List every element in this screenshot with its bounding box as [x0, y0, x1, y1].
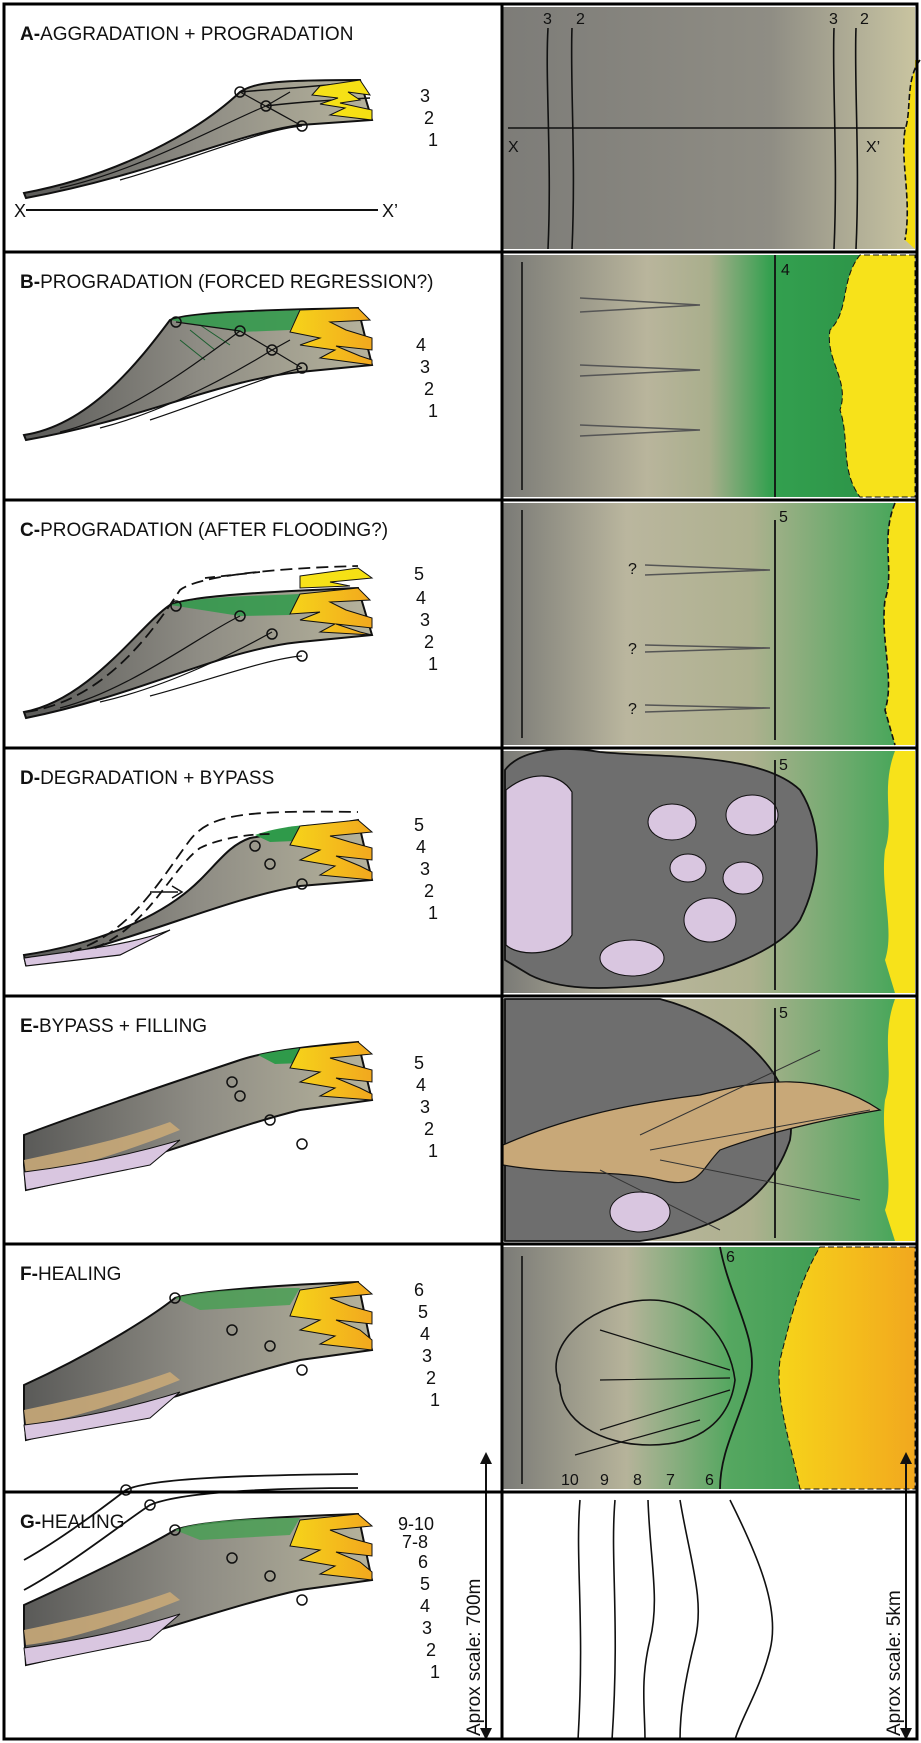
- map-c-question-2: ?: [628, 641, 637, 658]
- map-a-x-label: X: [508, 139, 519, 156]
- panel-e-unit-1: 1: [428, 1141, 438, 1161]
- vertical-scale-label: Aprox scale: 700m: [464, 1579, 485, 1736]
- panel-e-letter: E-: [20, 1016, 39, 1037]
- horizontal-scale-label: Aprox scale: 5km: [884, 1590, 905, 1736]
- map-c: 5 ? ? ?: [503, 503, 915, 745]
- svg-text:B-PROGRADATION (FORCED REGRESS: B-PROGRADATION (FORCED REGRESSION?): [20, 272, 433, 293]
- panel-c-unit-3: 3: [420, 610, 430, 630]
- panel-f-unit-4: 4: [420, 1324, 430, 1344]
- panel-a-unit-1: 1: [428, 130, 438, 150]
- panel-f-section: [24, 1282, 372, 1440]
- panel-f-unit-3: 3: [422, 1346, 432, 1366]
- map-e: 5: [503, 999, 915, 1241]
- panel-d-unit-5: 5: [414, 815, 424, 835]
- svg-text:C-PROGRADATION (AFTER FLOODING: C-PROGRADATION (AFTER FLOODING?): [20, 520, 388, 541]
- panel-g-unit-9-10: 9-10: [398, 1514, 434, 1534]
- panel-g-unit-6: 6: [418, 1552, 428, 1572]
- panel-g-letter: G-: [20, 1512, 41, 1533]
- panel-c-unit-1: 1: [428, 654, 438, 674]
- panel-g-unit-4: 4: [420, 1596, 430, 1616]
- panel-a-letter: A-: [20, 24, 40, 45]
- panel-a-section: X X’: [14, 80, 398, 221]
- panel-g-unit-2: 2: [426, 1640, 436, 1660]
- panel-c-unit-4: 4: [416, 588, 426, 608]
- panel-e-section: [24, 1042, 372, 1190]
- panel-f-unit-5: 5: [418, 1302, 428, 1322]
- panel-f-unit-1: 1: [430, 1390, 440, 1410]
- panel-f-unit-2: 2: [426, 1368, 436, 1388]
- unit-numbers: 3 2 1 4 3 2 1 5 4 3 2 1 5 4 3 2 1 5 4 3 …: [398, 86, 440, 1682]
- panel-b-unit-1: 1: [428, 401, 438, 421]
- panel-d-unit-2: 2: [424, 881, 434, 901]
- panel-d-title: DEGRADATION + BYPASS: [40, 768, 274, 789]
- map-g-label-7: 7: [666, 1472, 675, 1489]
- panel-c-section: [24, 566, 372, 718]
- map-e-label-5: 5: [779, 1005, 788, 1022]
- panel-d-letter: D-: [20, 768, 40, 789]
- map-a-label-2-right: 2: [860, 11, 869, 28]
- panel-b-title: PROGRADATION (FORCED REGRESSION?): [40, 272, 433, 293]
- map-c-label-5: 5: [779, 509, 788, 526]
- panel-e-unit-3: 3: [420, 1097, 430, 1117]
- panel-g-unit-1: 1: [430, 1662, 440, 1682]
- panel-e-unit-4: 4: [416, 1075, 426, 1095]
- map-d-label-5: 5: [779, 757, 788, 774]
- map-g-label-10: 10: [561, 1472, 579, 1489]
- panel-g-unit-7-8: 7-8: [402, 1532, 428, 1552]
- panel-e-unit-5: 5: [414, 1053, 424, 1073]
- panel-d-unit-4: 4: [416, 837, 426, 857]
- map-b: 4: [503, 255, 915, 497]
- svg-text:A-AGGRADATION + PROGRADATION: A-AGGRADATION + PROGRADATION: [20, 24, 353, 45]
- panel-f-letter: F-: [20, 1264, 38, 1285]
- panel-a-unit-2: 2: [424, 108, 434, 128]
- panel-a-xprime-label: X’: [382, 201, 398, 221]
- map-c-question-3: ?: [628, 701, 637, 718]
- panel-d-section: [24, 812, 372, 966]
- panel-c-unit-2: 2: [424, 632, 434, 652]
- panel-c-title: PROGRADATION (AFTER FLOODING?): [40, 520, 388, 541]
- map-a-label-3-left: 3: [543, 11, 552, 28]
- panel-c-letter: C-: [20, 520, 40, 541]
- map-f: 6: [503, 1247, 915, 1489]
- map-a-label-3-right: 3: [829, 11, 838, 28]
- map-g: 10 9 8 7 6: [561, 1452, 912, 1740]
- panel-b-unit-4: 4: [416, 335, 426, 355]
- map-b-label-4: 4: [781, 262, 790, 279]
- map-d: 5: [503, 749, 915, 993]
- svg-text:E-BYPASS + FILLING: E-BYPASS + FILLING: [20, 1016, 207, 1037]
- map-c-question-1: ?: [628, 561, 637, 578]
- svg-text:D-DEGRADATION + BYPASS: D-DEGRADATION + BYPASS: [20, 768, 274, 789]
- panel-a-title: AGGRADATION + PROGRADATION: [40, 24, 353, 45]
- panel-a-unit-3: 3: [420, 86, 430, 106]
- panel-e-title: BYPASS + FILLING: [39, 1016, 207, 1037]
- map-g-label-6: 6: [705, 1472, 714, 1489]
- map-f-label-6: 6: [726, 1249, 735, 1266]
- panel-e-unit-2: 2: [424, 1119, 434, 1139]
- svg-text:F-HEALING: F-HEALING: [20, 1264, 121, 1285]
- panel-f-title: HEALING: [38, 1264, 121, 1285]
- panel-c-unit-5: 5: [414, 564, 424, 584]
- panel-b-unit-3: 3: [420, 357, 430, 377]
- map-a-label-2-left: 2: [576, 11, 585, 28]
- map-g-label-8: 8: [633, 1472, 642, 1489]
- map-g-label-9: 9: [600, 1472, 609, 1489]
- panel-b-letter: B-: [20, 272, 40, 293]
- panel-d-unit-1: 1: [428, 903, 438, 923]
- panel-f-unit-6: 6: [414, 1280, 424, 1300]
- map-a: 3 2 3 2 X X’: [503, 7, 920, 249]
- panel-d-unit-3: 3: [420, 859, 430, 879]
- panel-a-x-label: X: [14, 201, 26, 221]
- panel-g-unit-3: 3: [422, 1618, 432, 1638]
- panel-g-title: HEALING: [41, 1512, 124, 1533]
- panel-g-unit-5: 5: [420, 1574, 430, 1594]
- panel-b-section: [24, 308, 372, 440]
- map-a-xprime-label: X’: [866, 139, 880, 156]
- svg-text:G-HEALING: G-HEALING: [20, 1512, 125, 1533]
- panel-b-unit-2: 2: [424, 379, 434, 399]
